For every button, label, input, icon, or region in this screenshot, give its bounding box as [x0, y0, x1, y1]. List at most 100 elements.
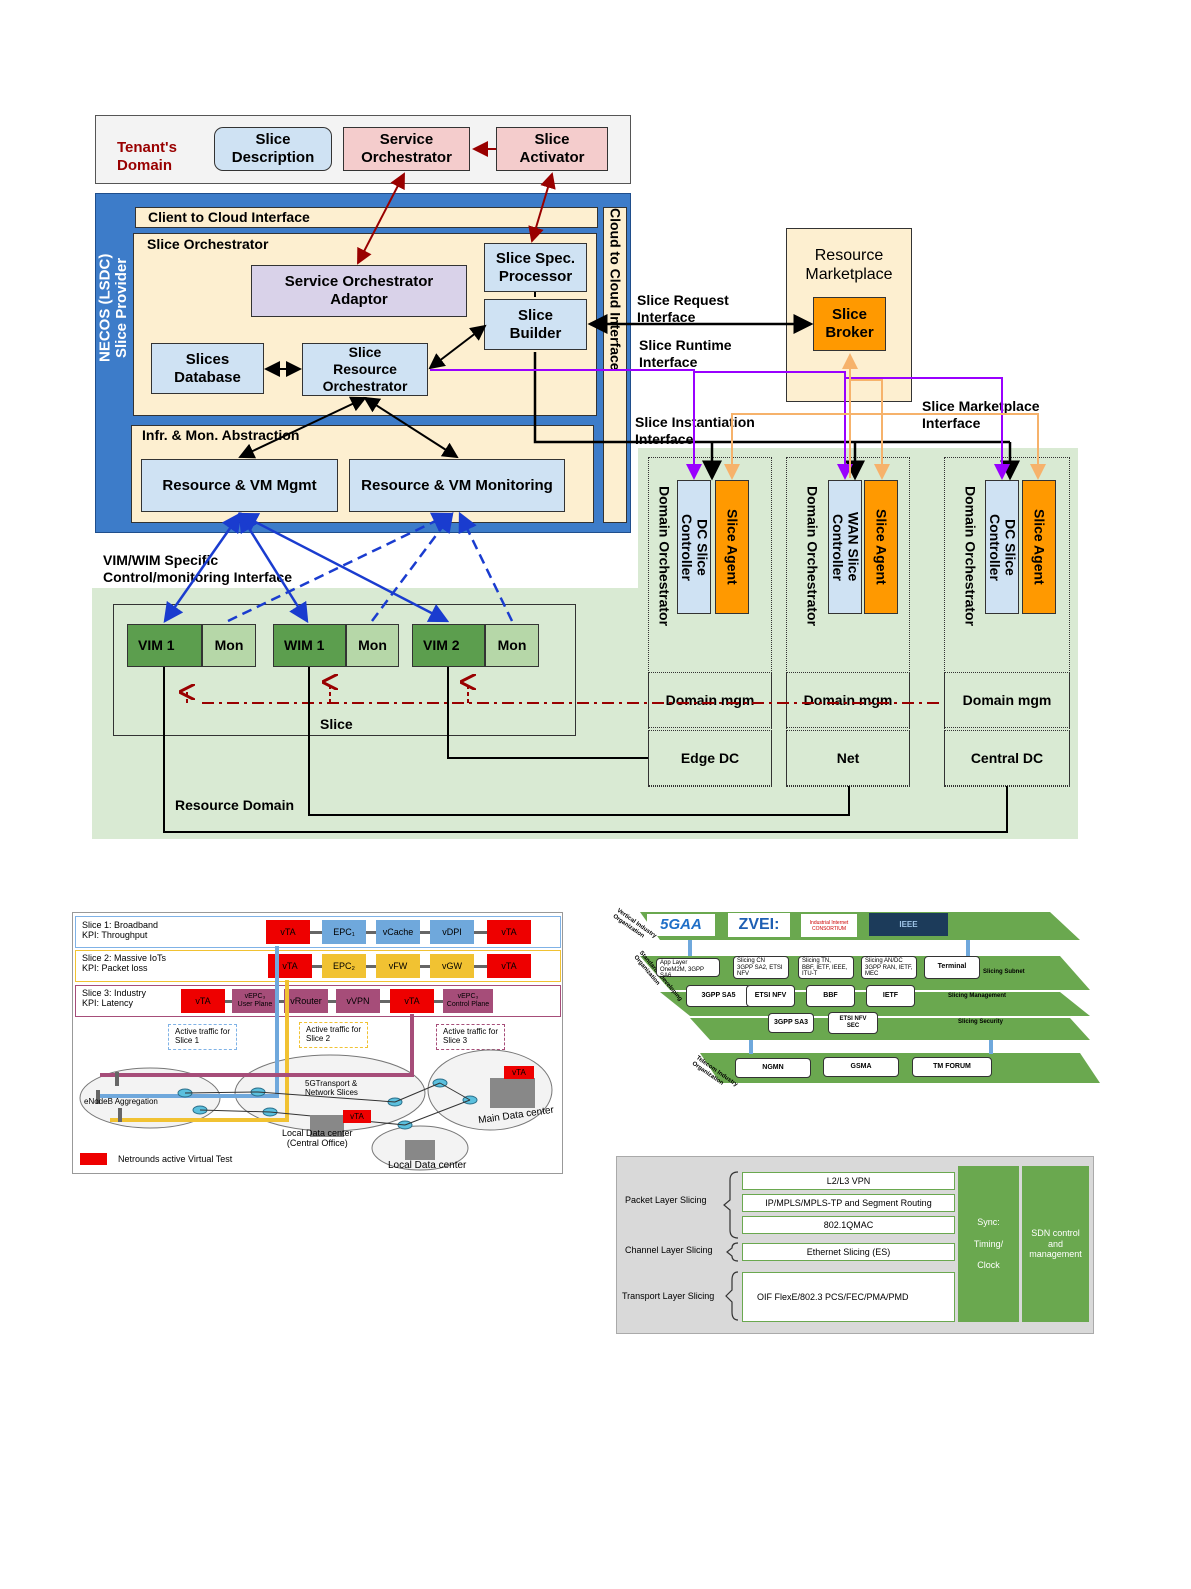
slice3-label: Slice 3: Industry KPI: Latency: [82, 988, 147, 1008]
dc-slice-controller-edge: DC Slice Controller: [677, 480, 711, 614]
arrow-sro-mgmt: [238, 396, 367, 459]
arrow-monitoring-mon2: [370, 511, 454, 622]
transport-label: 5GTransport & Network Slices: [305, 1079, 358, 1097]
slice-description-box: Slice Description: [214, 127, 332, 171]
s1-vdpi: vDPI: [430, 920, 474, 944]
sdo-ngmn: NGMN: [735, 1058, 811, 1078]
slices-database-box: Slices Database: [151, 343, 264, 394]
s1-epc: EPC₁: [322, 920, 366, 944]
server-icon: [310, 1115, 344, 1137]
slice3-row: [75, 985, 561, 1017]
server-icon: [490, 1078, 535, 1108]
logo-iic: Industrial Internet CONSORTIUM: [801, 914, 857, 937]
domain-orchestrator-edge: [648, 457, 772, 787]
slicing-management-label: Slicing Management: [948, 993, 1007, 999]
slice1-label: Slice 1: Broadband KPI: Throughput: [82, 920, 159, 940]
net-box: Net: [786, 730, 910, 786]
s1-vta-2: vTA: [487, 920, 531, 944]
mon-box-3: Mon: [485, 624, 539, 667]
vertical-arrow-icon: [688, 940, 692, 956]
slice2-row: [75, 950, 561, 982]
dc-slice-controller-central: DC Slice Controller: [985, 480, 1019, 614]
vertical-arrow-icon: [966, 940, 970, 956]
arrow-mgmt-vim2: [237, 512, 450, 623]
transport-brace: [725, 1271, 739, 1321]
antenna-icon: [118, 1108, 122, 1122]
slice-agent-edge: Slice Agent: [715, 480, 749, 614]
enodeb-label: eNodeB Aggregation: [84, 1097, 158, 1106]
service-orchestrator-box: Service Orchestrator: [343, 127, 470, 171]
line-vim1-central: [163, 667, 1008, 833]
slice-agent-net: Slice Agent: [864, 480, 898, 614]
s2-vfw: vFW: [376, 954, 420, 978]
sdo-gsma: GSMA: [823, 1057, 899, 1077]
sdo-ietf: IETF: [866, 985, 915, 1007]
vertical-arrow-icon: [989, 1040, 993, 1054]
domain-orchestrator-label-edge: Domain Orchestrator: [656, 485, 673, 627]
mon-box-2: Mon: [346, 624, 399, 667]
s3-vta-2: vTA: [390, 989, 434, 1013]
local-dc-co-label: Local Data center (Central Office): [282, 1128, 353, 1148]
slicing-subnet-label: Slicing Subnet: [983, 969, 1025, 975]
sdo-3gpp-sa3: 3GPP SA3: [768, 1013, 814, 1033]
antenna-icon: [96, 1090, 100, 1104]
s3-vepc-control: vEPC₃ Control Plane: [443, 989, 493, 1013]
s3-vta-1: vTA: [181, 989, 225, 1013]
arrow-so-to-adaptor: [357, 172, 405, 265]
server-icon: [405, 1140, 435, 1160]
packet-item-ipmpls: IP/MPLS/MPLS-TP and Segment Routing: [742, 1194, 955, 1212]
channel-layer-label: Channel Layer Slicing: [625, 1245, 713, 1255]
traffic-slice2-label: Active traffic for Slice 2: [299, 1022, 368, 1048]
s3-vepc-user: vEPC₃ User Plane: [232, 989, 278, 1013]
slice-agent-central: Slice Agent: [1022, 480, 1056, 614]
channel-item-ethernet: Ethernet Slicing (ES): [742, 1243, 955, 1261]
resource-domain-background-lower: [92, 588, 1078, 839]
sdo-etsi-nfv: ETSI NFV: [746, 985, 795, 1007]
resource-vm-monitoring-box: Resource & VM Monitoring: [349, 459, 565, 512]
channel-brace: [726, 1242, 739, 1262]
vertical-arrow-icon: [749, 1040, 753, 1054]
sdo-app-layer: App Layer OneM2M, 3GPP SA6: [656, 958, 720, 979]
slicing-security-label: Slicing Security: [958, 1019, 1004, 1025]
traffic-slice3-label: Active traffic for Slice 3: [436, 1024, 505, 1050]
s3-vrouter: vRouter: [284, 989, 328, 1013]
slice-broker-box: Slice Broker: [813, 297, 886, 351]
tenant-domain-label: Tenant's Domain: [117, 139, 177, 174]
slice-label: Slice: [320, 716, 353, 732]
slice2-label: Slice 2: Massive IoTs KPI: Packet loss: [82, 953, 167, 973]
sdo-terminal: Terminal: [924, 956, 980, 979]
layer-braces: [723, 1171, 739, 1321]
slice1-row: [75, 916, 561, 948]
vim2-box: VIM 2: [412, 624, 485, 667]
sdo-bbf: BBF: [806, 985, 855, 1007]
logo-zvei: ZVEI:: [728, 913, 790, 937]
slice-builder-box: Slice Builder: [484, 299, 587, 350]
resource-domain-label: Resource Domain: [175, 797, 295, 813]
slice-marketplace-interface-label: Slice Marketplace Interface: [922, 398, 1040, 431]
vim1-box: VIM 1: [127, 624, 202, 667]
logo-5gaa: 5GAA: [647, 914, 715, 936]
traffic-slice1-label: Active traffic for Slice 1: [168, 1024, 237, 1050]
sdo-tm-forum: TM FORUM: [912, 1057, 992, 1077]
legend-label: Netrounds active Virtual Test: [118, 1154, 233, 1164]
s2-vta-2: vTA: [487, 954, 531, 978]
arrow-sro-monitoring: [363, 396, 459, 459]
slice-runtime-interface-label: Slice Runtime Interface: [639, 337, 732, 370]
sdo-slicing-an: Slicing AN/DC 3GPP RAN, IETF, MEC: [861, 956, 917, 979]
s2-epc: EPC₂: [322, 954, 366, 978]
line-wim1-net: [308, 667, 850, 816]
s1-vcache: vCache: [376, 920, 420, 944]
s2-vgw: vGW: [430, 954, 474, 978]
resource-marketplace-label: Resource Marketplace: [805, 247, 893, 284]
domain-mgm-central: Domain mgm: [944, 672, 1070, 728]
main-dc-vta: vTA: [504, 1066, 534, 1079]
slice-spec-processor-box: Slice Spec. Processor: [484, 243, 587, 292]
line-builder-instantiation: [533, 352, 1010, 444]
line-vim2-edge: [447, 667, 648, 759]
sdn-control-management: SDN control and management: [1022, 1166, 1089, 1322]
slice1-traffic-line: [100, 946, 279, 1098]
slice-resource-orchestrator-box: Slice Resource Orchestrator: [302, 343, 428, 396]
domain-orchestrator-label-central: Domain Orchestrator: [962, 485, 979, 627]
legend-vta-swatch: [80, 1153, 107, 1165]
transport-item-flexe: OIF FlexE/802.3 PCS/FEC/PMA/PMD: [742, 1272, 955, 1322]
